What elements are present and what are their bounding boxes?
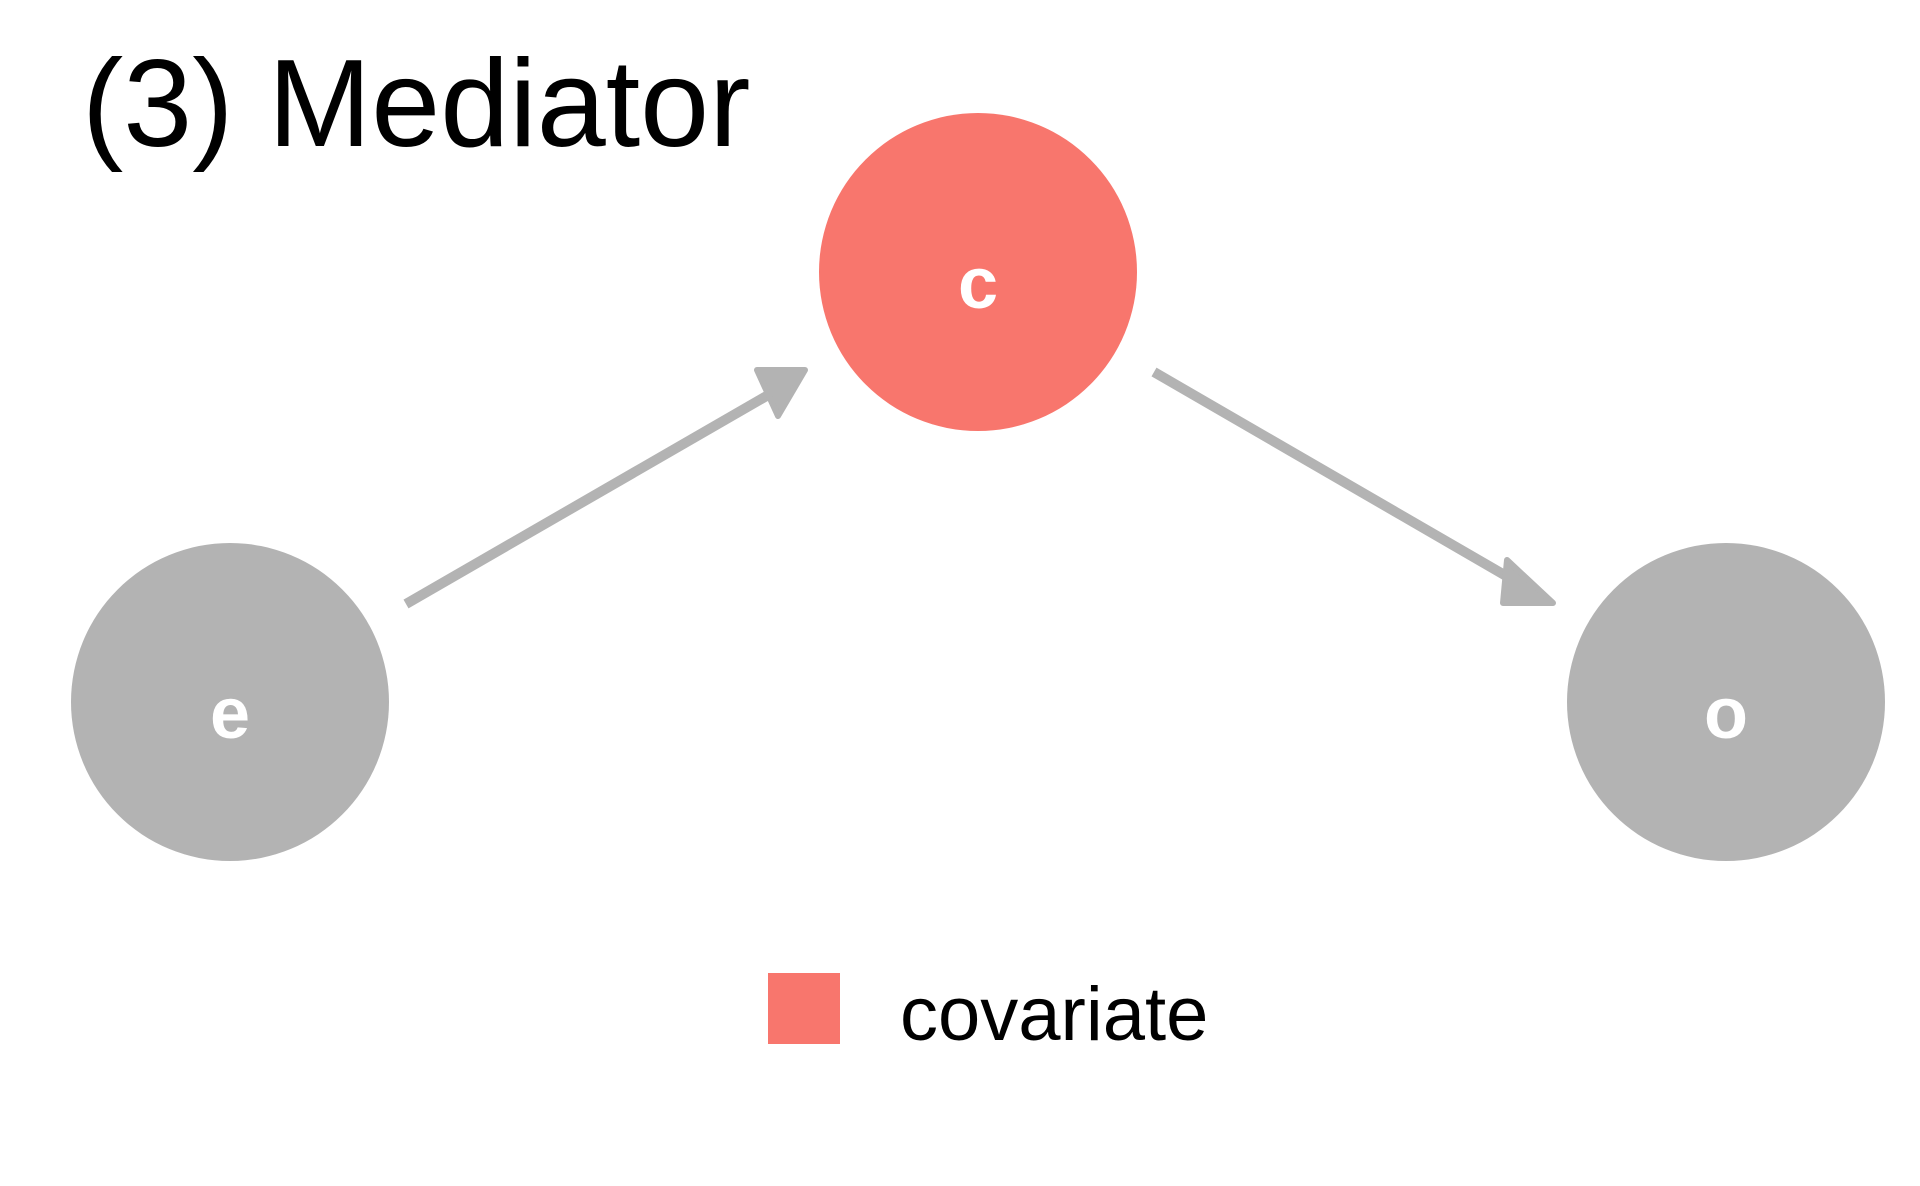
node-label: e (210, 674, 250, 754)
legend: covariate (768, 972, 1208, 1057)
edge-line (1151, 367, 1523, 589)
node-label: c (958, 244, 998, 324)
arrowhead-icon (1500, 557, 1556, 606)
diagram-title: (3) Mediator (82, 35, 750, 173)
node-circle (819, 113, 1137, 431)
arrowhead-icon (754, 367, 808, 419)
node-o: o (1567, 543, 1885, 861)
edge-e-to-c (403, 367, 808, 609)
legend-label-covariate: covariate (900, 972, 1208, 1057)
node-circle (1567, 543, 1885, 861)
node-e: e (71, 543, 389, 861)
edge-c-to-o (1151, 367, 1556, 606)
node-label: o (1704, 674, 1748, 754)
node-c: c (819, 113, 1137, 431)
node-circle (71, 543, 389, 861)
legend-swatch-covariate (768, 973, 840, 1044)
edge-line (403, 389, 773, 609)
